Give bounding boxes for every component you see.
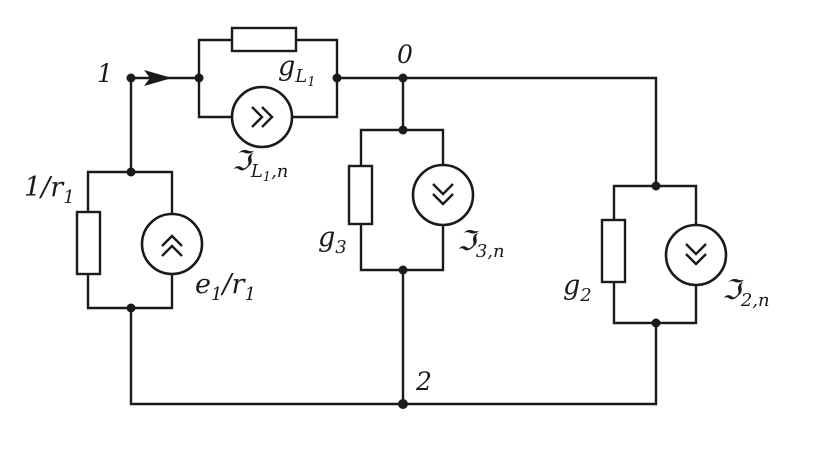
current-source-jL1n-icon xyxy=(230,85,294,149)
junction-dot xyxy=(651,181,661,191)
junction-dot xyxy=(651,318,661,328)
label-e1-over-r1: e1/r1 xyxy=(195,269,256,305)
junction-dot xyxy=(398,73,408,83)
current-source-j3n-icon xyxy=(411,163,475,227)
label-gL1: gL1 xyxy=(278,51,316,90)
wire-top-right xyxy=(335,76,658,188)
current-source-e1r1-icon xyxy=(140,212,204,276)
node-label-2: 2 xyxy=(415,367,432,396)
current-arrow-icon xyxy=(144,70,172,86)
node-label-0: 0 xyxy=(397,40,413,69)
junction-dot xyxy=(398,399,408,409)
resistor-g3 xyxy=(347,164,374,226)
label-g3: g3 xyxy=(318,222,347,258)
junction-dot xyxy=(126,167,136,177)
label-g2: g2 xyxy=(563,270,592,306)
label-j3n: ℑ3,n xyxy=(457,226,505,262)
junction-dots xyxy=(126,73,661,409)
junction-dot xyxy=(332,73,342,83)
wire-bottom xyxy=(129,306,658,406)
junction-dot xyxy=(126,73,136,83)
junction-dot xyxy=(194,73,204,83)
label-j2n: ℑ2,n xyxy=(722,275,770,311)
label-1-over-r1: 1/r1 xyxy=(24,172,75,208)
node-label-1: 1 xyxy=(97,59,113,88)
label-jL1n: ℑL1,n xyxy=(232,146,288,185)
resistor-g2 xyxy=(600,218,627,284)
resistor-1-over-r1 xyxy=(75,210,102,276)
current-source-j2n-icon xyxy=(664,223,728,287)
junction-dot xyxy=(126,303,136,313)
resistor-gL1 xyxy=(230,26,298,53)
junction-dot xyxy=(398,125,408,135)
junction-dot xyxy=(398,265,408,275)
